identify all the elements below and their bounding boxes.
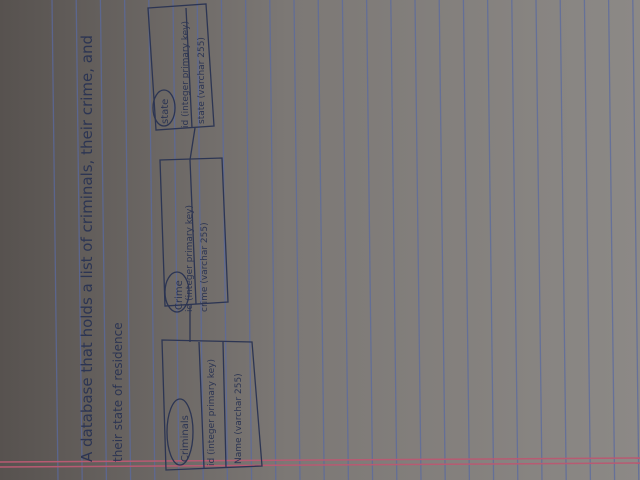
rule-line	[559, 0, 567, 480]
rule-line	[583, 0, 592, 480]
rule-line	[196, 0, 204, 480]
rule-line	[341, 0, 350, 480]
table-crime-divider	[189, 159, 197, 305]
table-crime-col2: crime (varchar 255)	[200, 222, 210, 312]
rule-line	[244, 0, 253, 480]
rule-line	[293, 0, 301, 480]
table-criminals-row-divider	[222, 341, 227, 469]
table-crime-box	[159, 157, 229, 307]
rule-line	[414, 0, 422, 480]
heading-line-2: their state of residence	[111, 322, 125, 462]
table-criminals-col2: Name (varchar 255)	[234, 373, 244, 464]
rule-line	[535, 0, 543, 480]
crime-to-state-link	[189, 127, 196, 161]
table-criminals-col1: id (integer primary key)	[207, 359, 217, 466]
table-state-col1: id (integer primary key)	[181, 21, 191, 128]
rule-line	[269, 0, 277, 480]
table-state-box	[147, 3, 215, 131]
table-criminals-divider	[198, 341, 205, 469]
table-criminals-name: Criminals	[180, 415, 191, 462]
table-criminals	[161, 339, 263, 471]
margin-line	[0, 462, 640, 468]
table-crime-name: Crime	[174, 280, 185, 310]
rule-line	[486, 0, 495, 480]
table-crime-name-circle	[164, 271, 190, 313]
rule-line	[99, 0, 108, 480]
rule-line	[390, 0, 398, 480]
rule-line	[75, 0, 83, 480]
relationship-lines	[189, 127, 196, 342]
rule-line	[51, 0, 59, 480]
table-criminals-box	[161, 339, 263, 471]
rule-line	[632, 0, 640, 480]
rule-line	[511, 0, 519, 480]
rule-line	[220, 0, 229, 480]
table-state	[147, 3, 215, 131]
rule-line	[148, 0, 156, 480]
margin-line	[0, 457, 640, 463]
rule-line	[607, 0, 616, 480]
ruled-lines	[51, 0, 640, 480]
table-criminals-name-circle	[166, 398, 194, 466]
heading-line-1: A database that holds a list of criminal…	[78, 35, 96, 462]
rule-line	[462, 0, 471, 480]
table-state-divider	[185, 7, 193, 129]
rule-line	[365, 0, 374, 480]
table-state-name-circle	[152, 89, 176, 127]
rule-line	[317, 0, 325, 480]
table-crime-col1: id (integer primary key)	[185, 205, 195, 312]
table-state-name: state	[160, 99, 171, 124]
table-state-col2: state (varchar 255)	[197, 37, 207, 124]
rule-line	[123, 0, 132, 480]
rule-line	[438, 0, 446, 480]
table-crime	[159, 157, 229, 313]
